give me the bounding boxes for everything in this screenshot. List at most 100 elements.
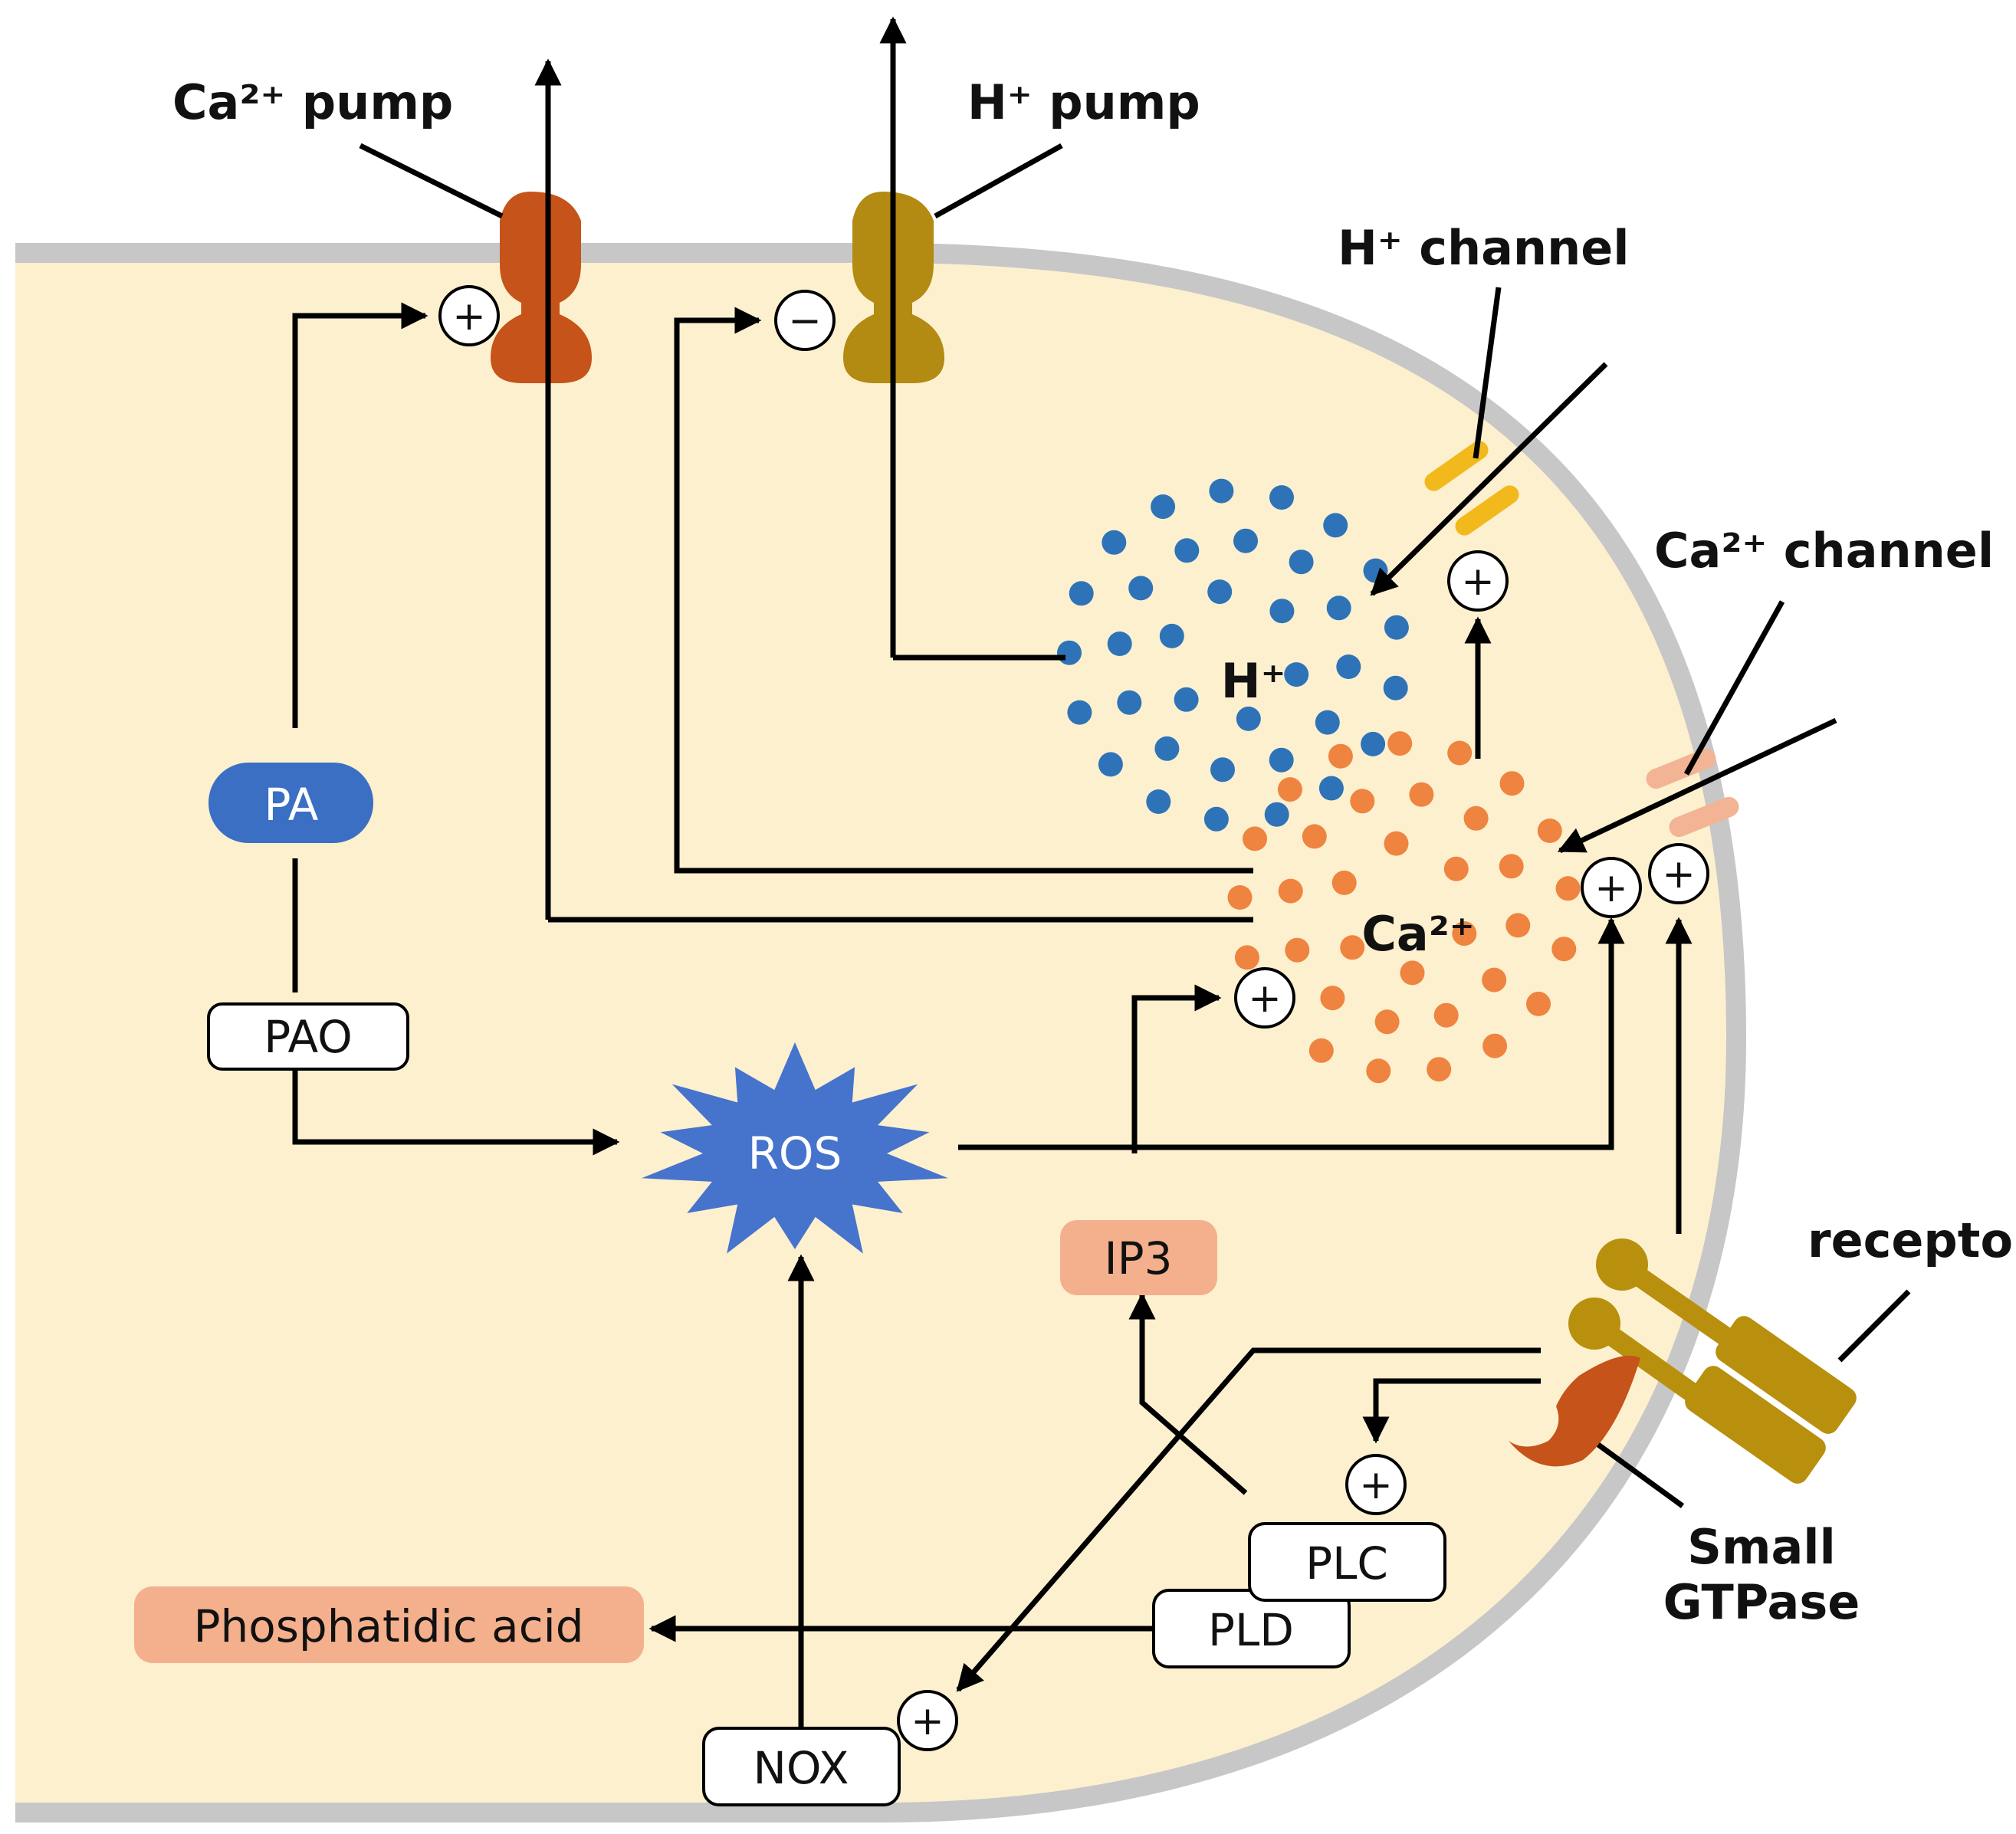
ion-dot xyxy=(1269,485,1294,510)
ion-dot xyxy=(1499,854,1524,879)
ion-dot xyxy=(1151,494,1176,520)
ion-dot xyxy=(1278,878,1303,904)
arrows xyxy=(292,16,1911,1740)
ion-dot xyxy=(1551,937,1577,962)
activation-sign-nox: + xyxy=(897,1690,958,1751)
ion-dot xyxy=(1537,819,1562,843)
ion-dot xyxy=(1315,710,1340,735)
small-gtpase-label-line2: GTPase xyxy=(1663,1574,1860,1630)
ion-dot xyxy=(1555,876,1581,901)
svg-text:+: + xyxy=(1359,1462,1393,1508)
ion-dot xyxy=(1326,595,1351,621)
svg-text:PA: PA xyxy=(264,779,319,831)
small-gtpase-label-line1: Small xyxy=(1687,1519,1836,1575)
ion-dot xyxy=(1320,986,1345,1011)
cell-membrane xyxy=(15,243,1747,1823)
ca-cluster-label: Ca²⁺ xyxy=(1361,906,1474,962)
ion-dot xyxy=(1174,687,1199,712)
ion-dot xyxy=(1331,870,1357,895)
ion-dot xyxy=(1234,945,1259,970)
ion-dot xyxy=(1447,740,1473,766)
ion-dot xyxy=(1323,513,1348,538)
ca-channel-label: Ca²⁺ channel xyxy=(1654,523,1994,579)
ion-dot xyxy=(1400,960,1425,986)
ion-dot xyxy=(1277,777,1302,802)
activation-sign-ca-pump: + xyxy=(438,285,500,346)
ion-dot xyxy=(1269,599,1295,624)
svg-text:PLC: PLC xyxy=(1305,1537,1388,1590)
svg-text:+: + xyxy=(1594,865,1628,911)
ion-dot xyxy=(1264,802,1289,827)
ion-dot xyxy=(1067,700,1092,725)
ion-dot xyxy=(1336,655,1361,679)
ion-dot xyxy=(1433,1002,1459,1028)
ion-dot xyxy=(1207,579,1233,605)
inhibition-sign-h-pump: − xyxy=(774,290,836,351)
h-cluster-label: H⁺ xyxy=(1221,653,1286,709)
ion-dot xyxy=(1463,805,1489,831)
svg-text:PAO: PAO xyxy=(264,1011,353,1063)
ion-dot xyxy=(1210,757,1235,782)
ion-dot xyxy=(1526,991,1551,1016)
activation-sign-plc: + xyxy=(1345,1454,1407,1515)
ion-dot xyxy=(1452,921,1477,947)
plc-node: PLC xyxy=(1248,1522,1446,1602)
ion-dot xyxy=(1482,1033,1508,1058)
ca-channel xyxy=(1646,748,1739,838)
ion-dot xyxy=(1427,1057,1452,1082)
svg-text:IP3: IP3 xyxy=(1105,1232,1173,1284)
ion-dot xyxy=(1350,789,1375,814)
ion-dot xyxy=(1383,675,1408,700)
activation-sign-ros-ca: + xyxy=(1581,857,1642,918)
ion-dot xyxy=(1227,885,1253,910)
ion-dot xyxy=(1146,789,1171,814)
ion-dot xyxy=(1209,478,1234,504)
ip3-node: IP3 xyxy=(1060,1220,1217,1295)
activation-sign-ip3: + xyxy=(1234,967,1295,1029)
ion-dot xyxy=(1308,1038,1334,1063)
ion-dot xyxy=(1154,736,1180,761)
ion-dot xyxy=(1384,615,1409,640)
svg-text:+: + xyxy=(1248,976,1282,1022)
ion-dot xyxy=(1302,824,1327,849)
ion-dot xyxy=(1243,826,1267,851)
svg-text:+: + xyxy=(1662,851,1696,897)
ion-dot xyxy=(1117,690,1142,715)
receptor xyxy=(1568,1239,1857,1484)
small-gtpase xyxy=(1509,1355,1640,1467)
ion-dot xyxy=(1069,581,1094,606)
svg-text:NOX: NOX xyxy=(753,1742,849,1794)
ion-dot xyxy=(1269,747,1294,773)
ion-dot xyxy=(1505,913,1531,938)
ion-dot xyxy=(1233,528,1258,553)
ca-ion-cluster xyxy=(1227,731,1581,1084)
pa-node: PA xyxy=(208,763,373,843)
ion-dot xyxy=(1328,743,1353,769)
ion-dot xyxy=(1289,550,1314,575)
h-channel-label: H⁺ channel xyxy=(1338,220,1630,276)
ion-dot xyxy=(1318,776,1344,801)
svg-text:+: + xyxy=(1461,559,1495,605)
ion-dot xyxy=(1409,782,1434,807)
receptor-label: receptor xyxy=(1808,1212,2016,1268)
ion-dot xyxy=(1203,806,1229,832)
ca-pump xyxy=(491,192,592,383)
activation-sign-h-channel: + xyxy=(1447,550,1509,612)
ion-dot xyxy=(1107,632,1132,656)
ion-dot xyxy=(1159,623,1184,648)
ion-dot xyxy=(1174,538,1200,563)
svg-text:PLD: PLD xyxy=(1208,1604,1294,1656)
ion-dot xyxy=(1374,1009,1400,1035)
ros-node: ROS xyxy=(642,1042,948,1254)
ion-dot xyxy=(1285,937,1310,963)
ion-dot xyxy=(1361,731,1386,756)
svg-text:ROS: ROS xyxy=(748,1127,842,1179)
h-pump-label: H⁺ pump xyxy=(967,74,1200,130)
ion-dot xyxy=(1387,731,1413,756)
ca-pump-label: Ca²⁺ pump xyxy=(172,74,453,130)
pao-node: PAO xyxy=(207,1002,409,1071)
nox-node: NOX xyxy=(702,1727,901,1806)
ion-dot xyxy=(1482,967,1507,992)
svg-text:−: − xyxy=(788,298,822,344)
